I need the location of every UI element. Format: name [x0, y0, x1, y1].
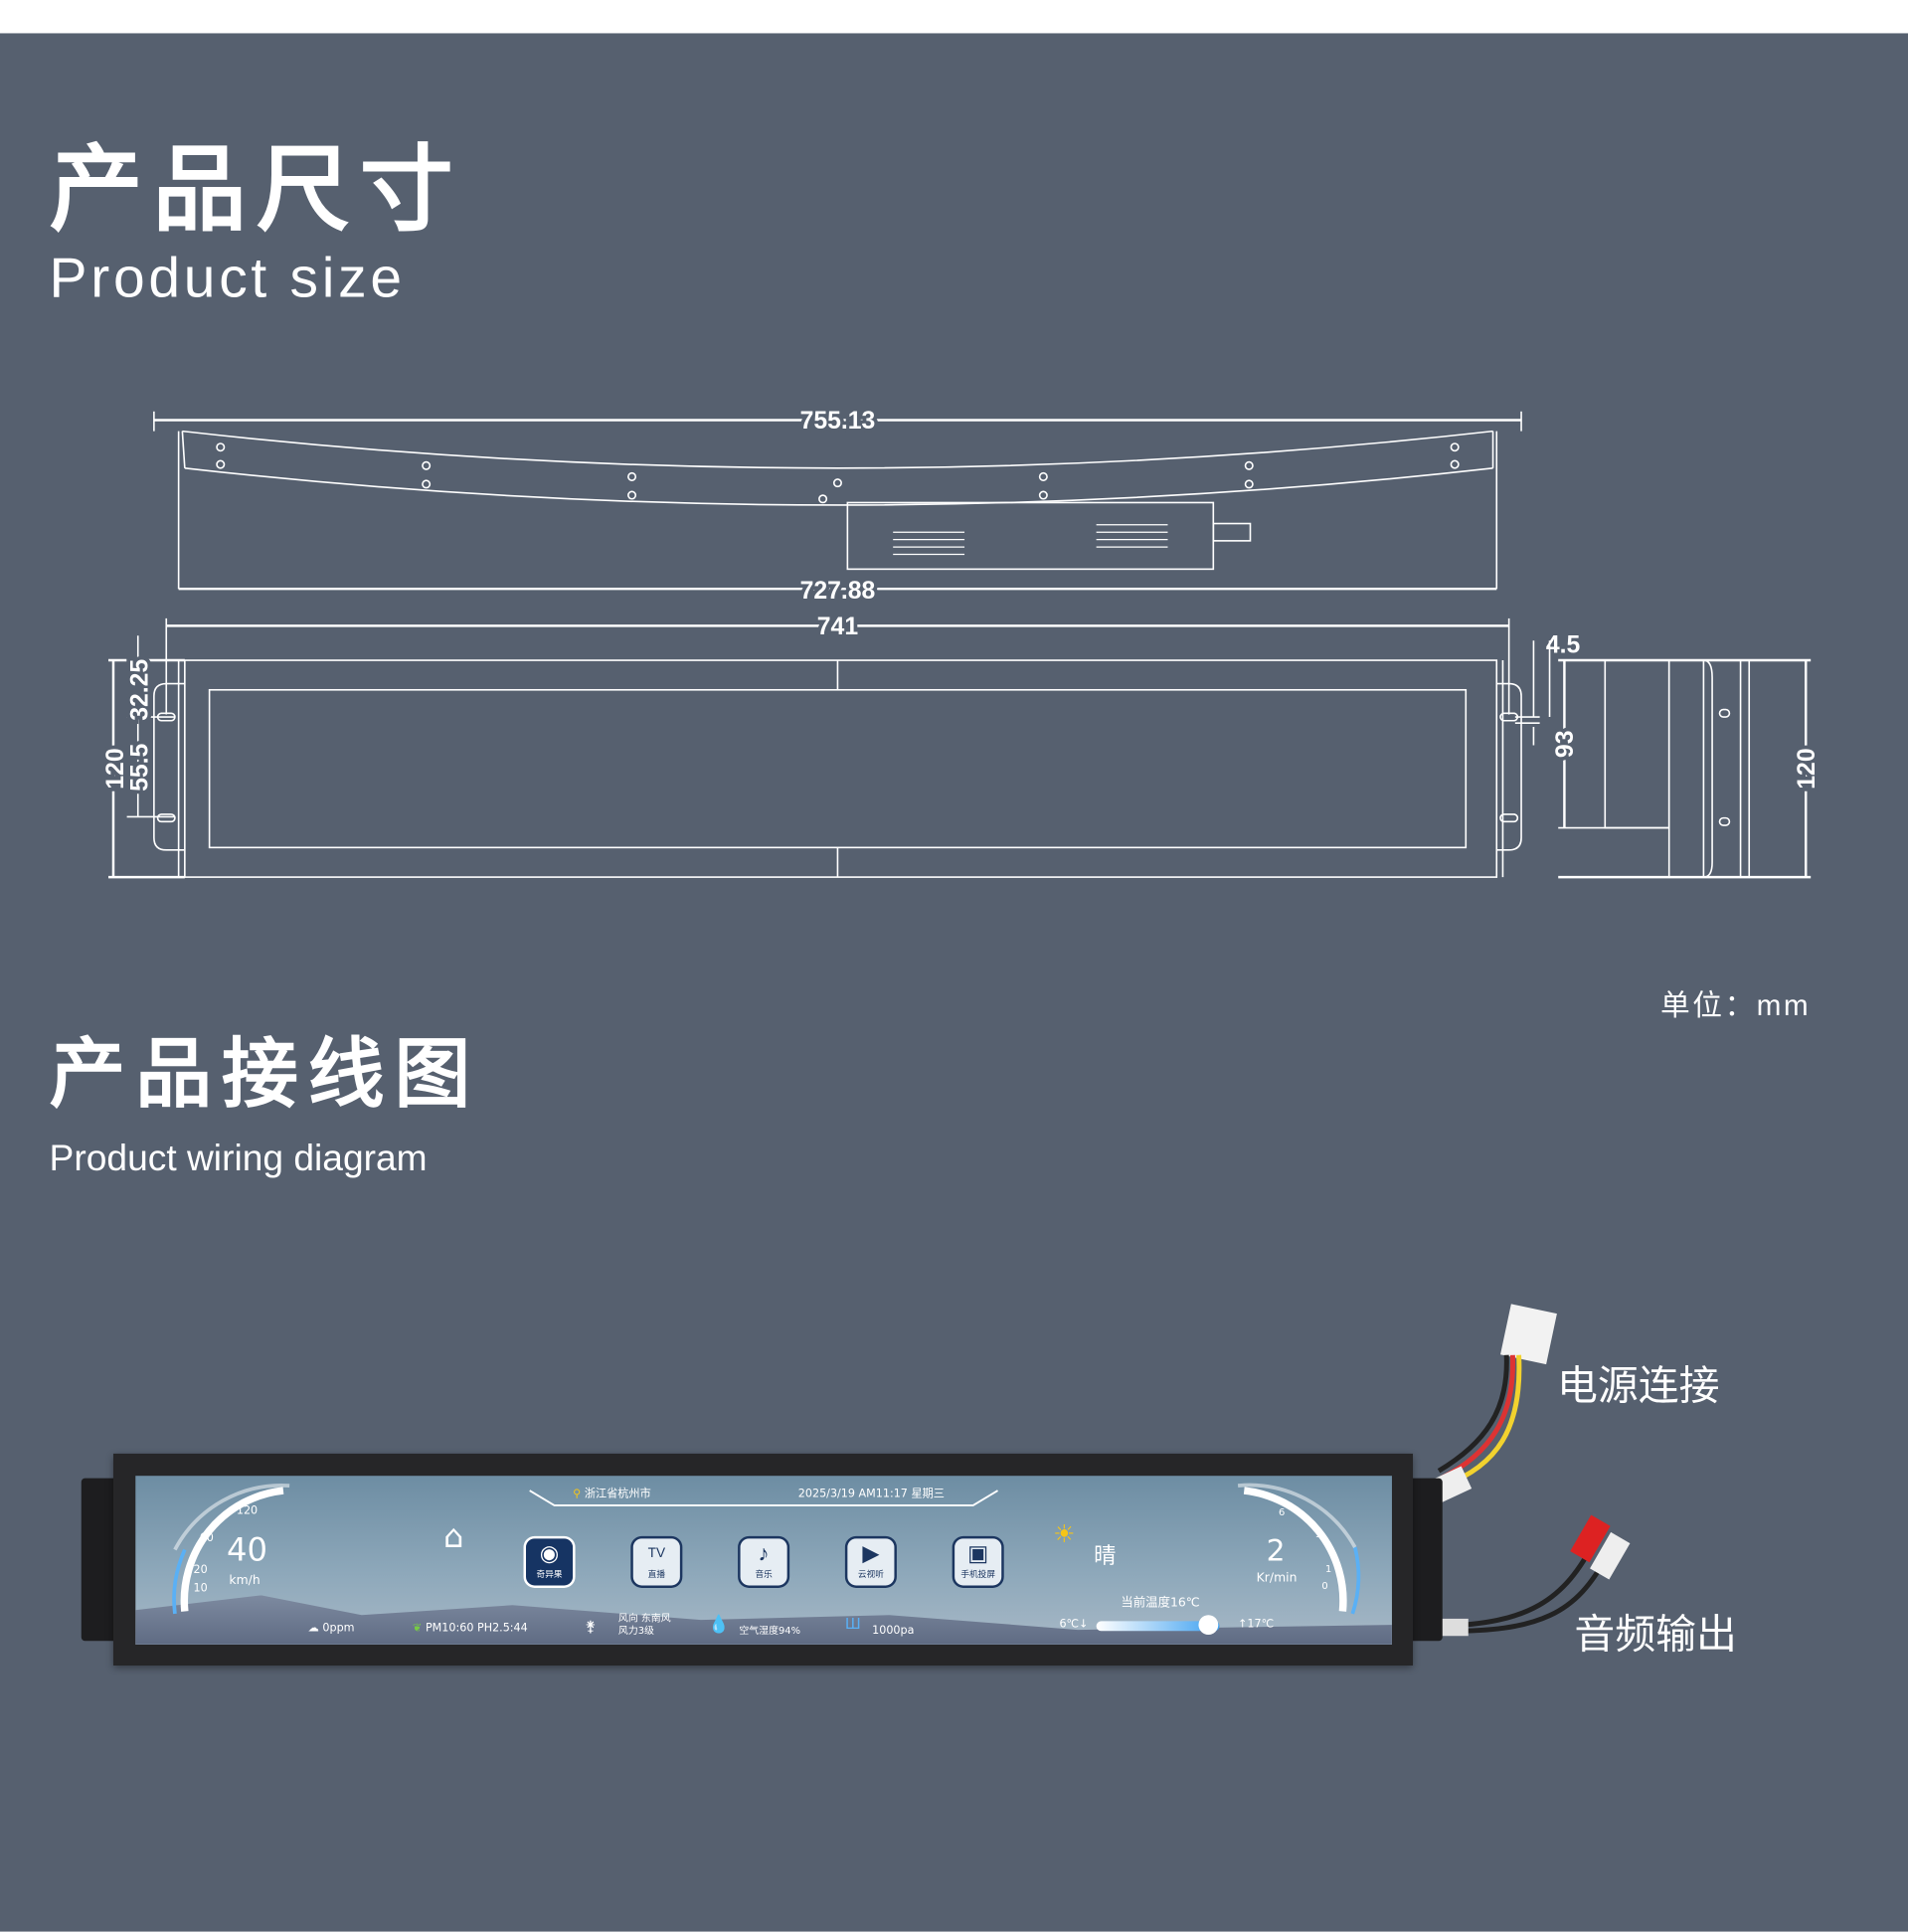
pm-value: PM10:60 PH2.5:44 [425, 1622, 528, 1636]
current-temp: 当前温度16℃ [1121, 1596, 1200, 1611]
section2-title-cn: 产品接线图 [49, 1028, 481, 1119]
device-screen: 120 60 20 10 40 km/h ⚲ 浙江省杭州市 2025/3/19 … [135, 1476, 1392, 1645]
humidity-icon: 💧 [708, 1615, 730, 1636]
app-label: 云视听 [857, 1570, 884, 1580]
dim-height-left: 120 [102, 748, 129, 789]
app-live[interactable]: TV 直播 [630, 1535, 683, 1588]
dim-front-width: 741 [817, 614, 859, 640]
unit-label: 单位：mm [1660, 988, 1812, 1023]
home-icon[interactable]: ⌂ [443, 1518, 464, 1556]
app-icon: ▶ [862, 1540, 880, 1566]
app-label: 音乐 [755, 1570, 773, 1580]
speed-tick: 10 [193, 1582, 208, 1596]
dim-inner-top: 727.88 [800, 578, 876, 605]
app-screen-cast[interactable]: ▣ 手机投屏 [952, 1535, 1004, 1588]
co-status: ☁ 0ppm [307, 1622, 355, 1636]
rpm-tick: 1 [1325, 1563, 1332, 1575]
wind-direction: 风向 东南风 [617, 1612, 671, 1624]
dim-hole-spacing: 55.5 [127, 744, 154, 791]
rpm-value: 2 [1266, 1533, 1286, 1569]
device-ear-left [81, 1478, 118, 1642]
speed-value: 40 [226, 1532, 267, 1570]
location-text: 浙江省杭州市 [584, 1488, 651, 1500]
weather-text: 晴 [1094, 1543, 1117, 1570]
app-cloud-video[interactable]: ▶ 云视听 [844, 1535, 897, 1588]
app-icon: TV [647, 1545, 666, 1561]
power-callout: 电源连接 [1556, 1362, 1720, 1409]
mount-holes [216, 442, 1460, 504]
header-frame [529, 1490, 998, 1506]
dim-bracket-thickness: 4.5 [1546, 632, 1581, 659]
rpm-unit: Kr/min [1256, 1571, 1298, 1586]
speed-tick: 120 [236, 1504, 259, 1518]
rpm-tick: 0 [1321, 1580, 1328, 1592]
rpm-tick: 6 [1278, 1506, 1286, 1518]
datetime: 2025/3/19 AM11:17 星期三 [797, 1488, 945, 1500]
dim-overall-top: 755.13 [800, 408, 876, 435]
pm-status: ❦ PM10:60 PH2.5:44 [413, 1622, 528, 1636]
rpm-gauge [1243, 1487, 1347, 1612]
speed-tick: 60 [199, 1532, 214, 1545]
dim-offset-top: 32.25 [127, 659, 154, 721]
temp-slider[interactable] [1096, 1615, 1220, 1636]
app-label: 直播 [647, 1570, 666, 1580]
section-title-en: Product size [49, 245, 406, 309]
dim-height-right: 120 [1794, 748, 1821, 789]
temp-slider-thumb[interactable] [1198, 1615, 1219, 1636]
top-view [153, 411, 1522, 591]
audio-connector-red [1570, 1514, 1611, 1563]
temp-high: ↑17℃ [1238, 1618, 1275, 1632]
sun-icon: ☀ [1053, 1518, 1076, 1549]
side-view [1558, 658, 1812, 879]
pressure-icon: Ш [844, 1615, 861, 1633]
front-view [108, 617, 1551, 879]
speed-unit: km/h [229, 1574, 260, 1588]
power-connector [1500, 1304, 1557, 1365]
audio-connector-white [1590, 1531, 1631, 1580]
app-icon: ♪ [758, 1540, 770, 1566]
wind-force: 风力3级 [617, 1625, 654, 1637]
co-value: 0ppm [322, 1622, 355, 1636]
temp-low: 6℃↓ [1059, 1618, 1089, 1632]
app-label: 奇异果 [536, 1570, 563, 1580]
gauges [172, 1483, 1361, 1615]
rpm-tick: 3 [1315, 1528, 1322, 1540]
dimension-drawing: 755.13 727.88 741 4.5 120 32.25 55.5 93 … [98, 404, 1824, 879]
wind-icon: ⚵ [585, 1617, 597, 1636]
humidity-value: 空气湿度94% [739, 1625, 801, 1637]
app-qiyiguo[interactable]: ◉ 奇异果 [523, 1535, 576, 1588]
app-label: 手机投屏 [960, 1570, 996, 1580]
app-icon: ◉ [539, 1540, 560, 1566]
app-music[interactable]: ♪ 音乐 [738, 1535, 790, 1588]
section-title-cn: 产品尺寸 [49, 134, 463, 245]
section2-title-en: Product wiring diagram [49, 1138, 428, 1179]
dim-depth: 93 [1552, 731, 1579, 759]
location: ⚲ 浙江省杭州市 [573, 1488, 651, 1500]
speed-tick: 20 [193, 1564, 208, 1577]
pressure-value: 1000pa [872, 1625, 915, 1638]
audio-callout: 音频输出 [1574, 1611, 1737, 1658]
app-icon: ▣ [967, 1540, 989, 1566]
speed-gauge [180, 1487, 284, 1612]
device-ear-right [1408, 1478, 1443, 1642]
